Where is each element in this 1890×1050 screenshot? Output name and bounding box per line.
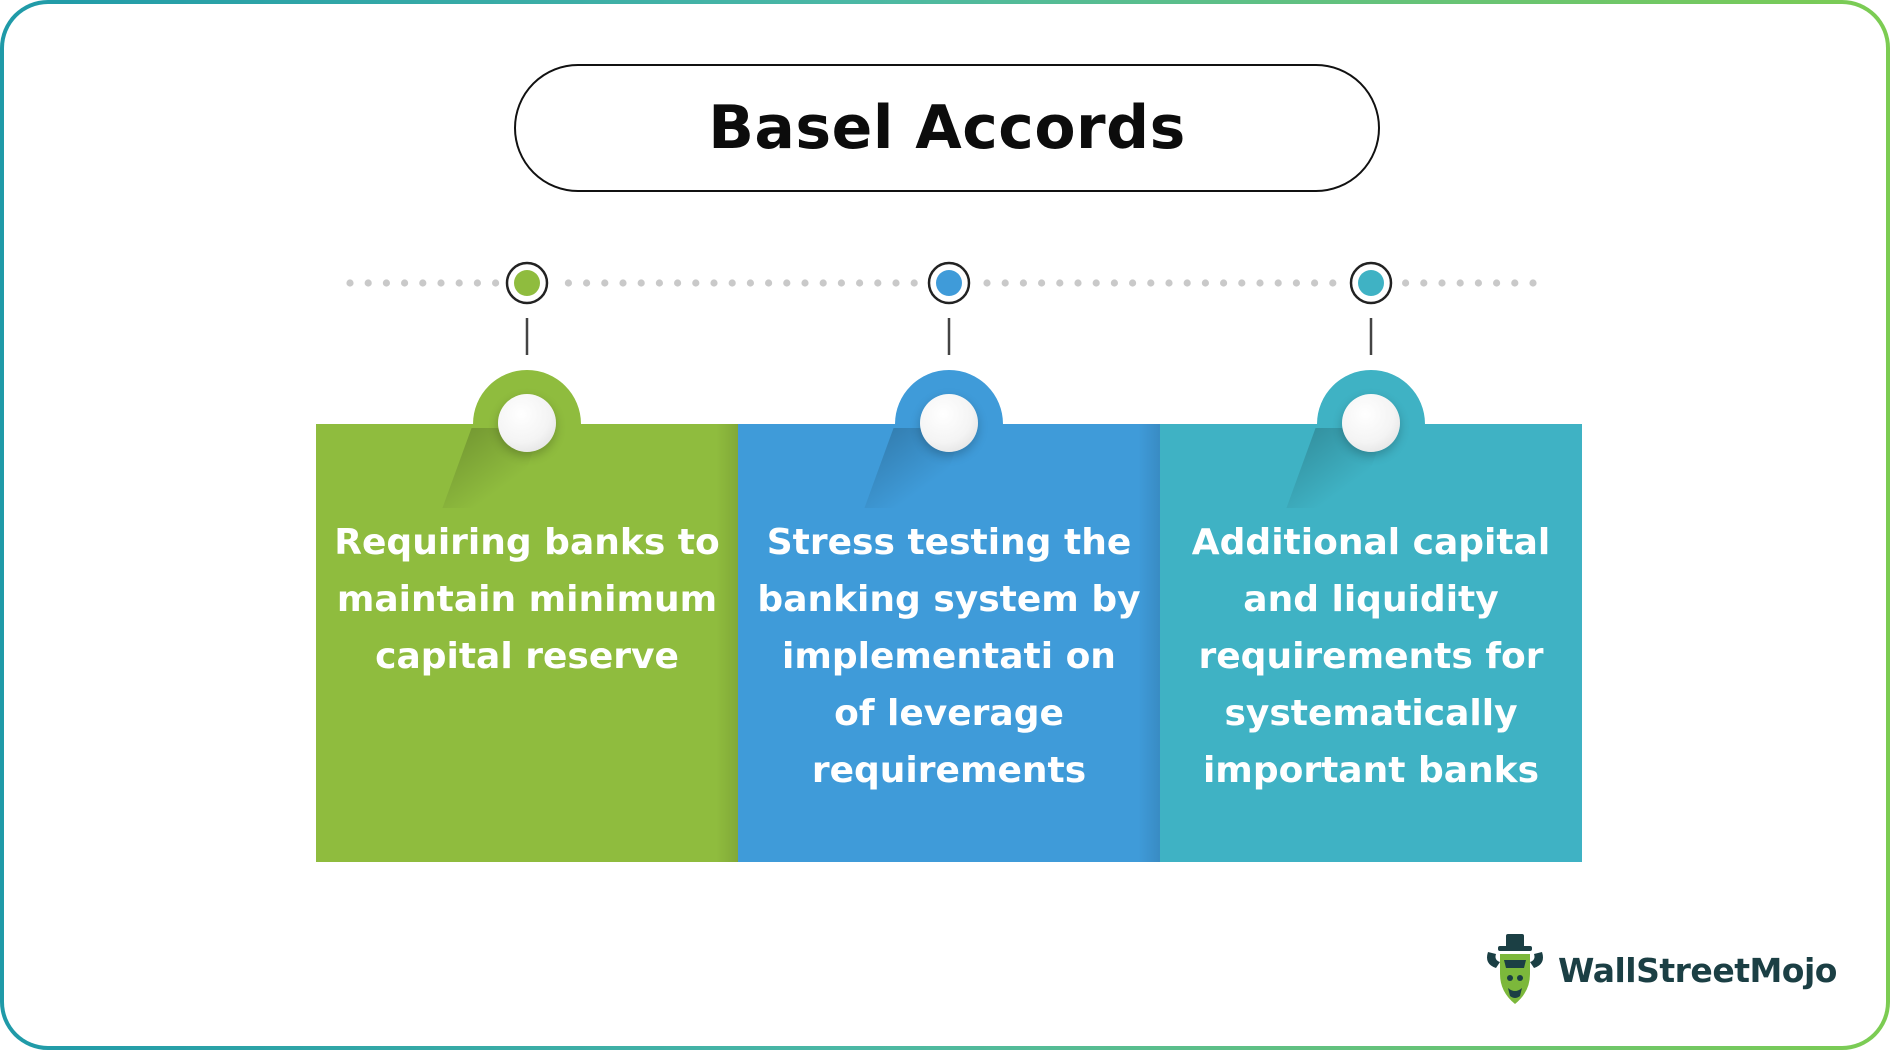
timeline-dot — [801, 279, 809, 287]
timeline-dot — [655, 279, 664, 287]
timeline-dot — [1311, 279, 1319, 287]
timeline-dot — [419, 279, 427, 287]
timeline-dot — [601, 279, 609, 287]
page-title: Basel Accords — [708, 93, 1186, 163]
brand-logo: WallStreetMojo — [1484, 934, 1837, 1006]
card-blue: Stress testing the banking system by imp… — [738, 370, 1160, 862]
timeline-dot — [382, 279, 390, 287]
timeline-dot — [983, 279, 991, 287]
card-text: Stress testing the banking system by imp… — [757, 522, 1141, 791]
timeline-dot — [1511, 279, 1519, 287]
timeline-dot — [746, 279, 755, 287]
timeline-dot — [874, 279, 882, 287]
timeline-dot — [892, 279, 900, 287]
timeline-dot — [492, 279, 500, 287]
timeline-dots — [346, 279, 1537, 287]
timeline-dot — [692, 279, 700, 287]
timeline-dot — [1056, 279, 1064, 287]
timeline-dot — [1292, 279, 1300, 287]
title-pill: Basel Accords — [514, 64, 1380, 192]
timeline-dot — [1019, 279, 1027, 287]
timeline-dot — [765, 279, 773, 287]
timeline-dot — [1220, 279, 1228, 287]
timeline-dot — [856, 279, 864, 287]
timeline-dot — [455, 279, 463, 287]
timeline-dot — [637, 279, 645, 287]
timeline-dot — [1074, 279, 1082, 287]
timeline-dot — [1256, 279, 1264, 287]
timeline-dot — [1110, 279, 1118, 287]
timeline-dot — [1129, 279, 1137, 287]
timeline-dot — [1529, 279, 1537, 287]
timeline-dot — [1438, 279, 1446, 287]
timeline-dot — [437, 279, 445, 287]
timeline-dot — [564, 279, 573, 287]
timeline-dot — [674, 279, 682, 287]
timeline-dot — [1420, 279, 1428, 287]
timeline-node-dot — [936, 270, 962, 296]
timeline-dot — [1474, 279, 1482, 287]
timeline-dot — [364, 279, 372, 287]
card-green: Requiring banks to maintain minimum capi… — [316, 370, 738, 862]
timeline-dot — [1201, 279, 1209, 287]
card-teal: Additional capital and liquidity require… — [1160, 370, 1582, 862]
knob-icon — [920, 394, 978, 452]
timeline-dot — [710, 279, 718, 287]
timeline-dot — [1456, 279, 1464, 287]
timeline-dot — [837, 279, 846, 287]
card-text: Additional capital and liquidity require… — [1191, 522, 1551, 791]
timeline-dot — [1238, 279, 1246, 287]
timeline-dot — [1274, 279, 1282, 287]
timeline-dot — [1165, 279, 1173, 287]
timeline-dot — [783, 279, 791, 287]
card-edge-shade — [1138, 424, 1160, 862]
brand-name: WallStreetMojo — [1558, 950, 1837, 990]
knob-icon — [498, 394, 556, 452]
timeline-dot — [1147, 279, 1155, 287]
timeline-dot — [1001, 279, 1009, 287]
card-edge-shade — [716, 424, 738, 862]
timeline-dot — [910, 279, 918, 287]
timeline-dot — [1493, 279, 1501, 287]
timeline-dot — [401, 279, 409, 287]
knob-icon — [1342, 394, 1400, 452]
timeline-node-dot — [1358, 270, 1384, 296]
timeline-dot — [473, 279, 481, 287]
timeline-dot — [583, 279, 591, 287]
timeline-nodes — [505, 261, 1393, 355]
timeline-dot — [619, 279, 627, 287]
bull-with-hat-icon — [1487, 934, 1543, 1004]
card-text: Requiring banks to maintain minimum capi… — [334, 522, 720, 677]
timeline-node-ring — [505, 261, 549, 305]
timeline-dot — [1402, 279, 1410, 287]
timeline-dot — [728, 279, 736, 287]
timeline-node-dot — [514, 270, 540, 296]
timeline-dot — [346, 279, 354, 287]
timeline-dot — [1183, 279, 1191, 287]
timeline-dot — [1329, 279, 1337, 287]
timeline-dot — [1092, 279, 1100, 287]
timeline-node-ring — [1349, 261, 1393, 305]
timeline-dot — [819, 279, 827, 287]
timeline-node-ring — [927, 261, 971, 305]
canvas: Basel Accords Requiring banks to maintai… — [4, 4, 1886, 1046]
timeline-dot — [1038, 279, 1046, 287]
